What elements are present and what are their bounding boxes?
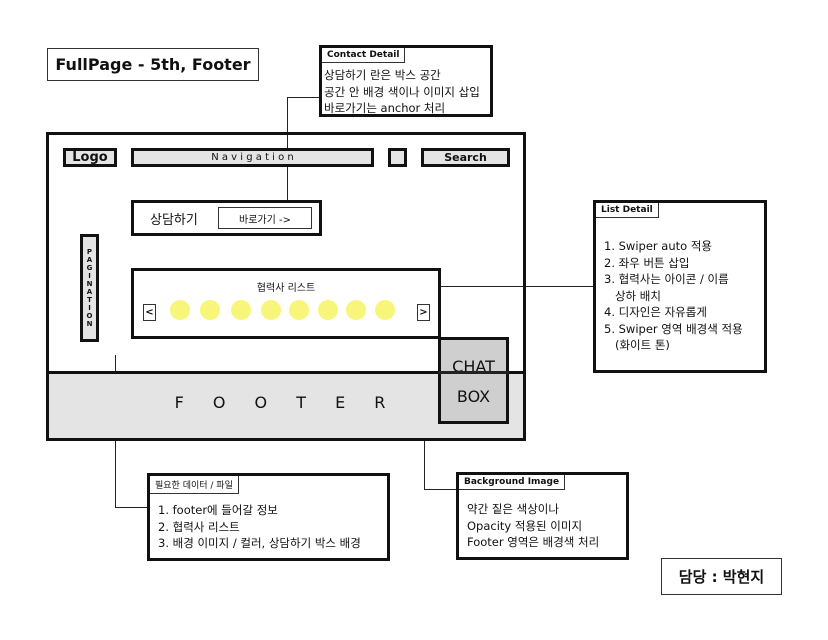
navigation-bar[interactable]: N a v i g a t i o n <box>131 148 374 167</box>
footer-label: F O O T E R <box>174 393 398 412</box>
partner-icon[interactable] <box>318 300 338 320</box>
owner-label: 담당 : 박현지 <box>661 558 782 595</box>
pagination[interactable]: PAGINATION <box>80 234 99 342</box>
note-tab: Contact Detail <box>322 48 406 63</box>
icon-button[interactable] <box>388 148 407 167</box>
connector-line <box>287 97 319 98</box>
contact-box: 상담하기 바로가기 -> <box>131 200 322 236</box>
note-tab: 필요한 데이터 / 파일 <box>150 476 239 494</box>
connector-line <box>115 507 147 508</box>
footer-top-border <box>438 371 509 374</box>
prev-button[interactable]: < <box>143 304 156 321</box>
partner-icon[interactable] <box>346 300 366 320</box>
logo[interactable]: Logo <box>63 148 117 167</box>
pagination-label: PAGINATION <box>85 248 94 328</box>
partner-icon[interactable] <box>261 300 281 320</box>
chat-box[interactable]: CHAT BOX <box>438 337 509 424</box>
note-tab: List Detail <box>596 203 659 218</box>
search-button[interactable]: Search <box>421 148 510 167</box>
partner-list: 협력사 리스트 < > <box>131 268 441 339</box>
partner-icon[interactable] <box>375 300 395 320</box>
contact-label: 상담하기 <box>150 213 198 228</box>
note-tab: Background Image <box>459 475 566 490</box>
next-button[interactable]: > <box>417 304 430 321</box>
partner-list-title: 협력사 리스트 <box>256 283 316 294</box>
connector-line <box>440 286 593 287</box>
partner-icon[interactable] <box>289 300 309 320</box>
partner-icon[interactable] <box>200 300 220 320</box>
partner-icon[interactable] <box>231 300 251 320</box>
chat-label: BOX <box>456 387 491 406</box>
shortcut-button[interactable]: 바로가기 -> <box>218 207 312 229</box>
connector-line <box>424 405 425 489</box>
connector-line <box>424 489 456 490</box>
page-title: FullPage - 5th, Footer <box>47 48 259 81</box>
partner-icon[interactable] <box>170 300 190 320</box>
